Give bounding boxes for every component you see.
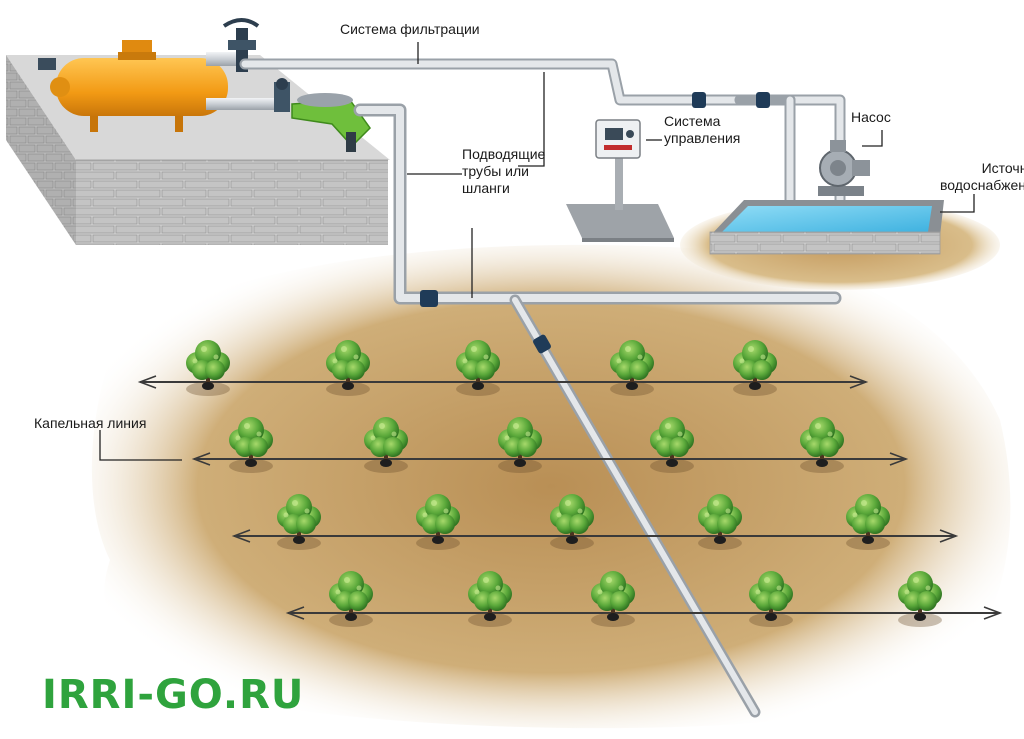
label-filtration-system: Система фильтрации bbox=[340, 21, 480, 37]
label-control-system: Система управления bbox=[664, 113, 740, 147]
label-pipes-line1: Подводящие bbox=[462, 146, 546, 162]
label-water-source: Источник водоснабжения bbox=[940, 160, 1024, 194]
brand-watermark: IRRI-GO.RU bbox=[42, 672, 305, 718]
drip-line-arrow-icon bbox=[137, 375, 1003, 620]
controller-icon bbox=[566, 119, 674, 242]
label-pipes-line3: шланги bbox=[462, 180, 510, 196]
filter-tank-icon bbox=[38, 40, 276, 132]
drip-lines bbox=[140, 381, 1000, 614]
pipe-valves bbox=[420, 92, 770, 354]
valve-icon bbox=[222, 18, 290, 112]
screen-filter-icon bbox=[291, 93, 371, 152]
pump-icon bbox=[818, 140, 870, 196]
label-control-line1: Система bbox=[664, 113, 721, 129]
pipe-network bbox=[239, 58, 846, 718]
label-drip-line: Капельная линия bbox=[34, 415, 147, 431]
callout-lines bbox=[99, 42, 975, 461]
label-pump: Насос bbox=[851, 109, 891, 125]
water-source-pool bbox=[709, 200, 944, 255]
label-supply-pipes: Подводящие трубы или шланги bbox=[462, 146, 545, 197]
label-source-line2: водоснабжения bbox=[940, 177, 1024, 193]
label-source-line1: Источник bbox=[981, 160, 1024, 176]
label-pipes-line2: трубы или bbox=[462, 163, 529, 179]
label-control-line2: управления bbox=[664, 130, 741, 146]
field-soil bbox=[91, 200, 1011, 729]
